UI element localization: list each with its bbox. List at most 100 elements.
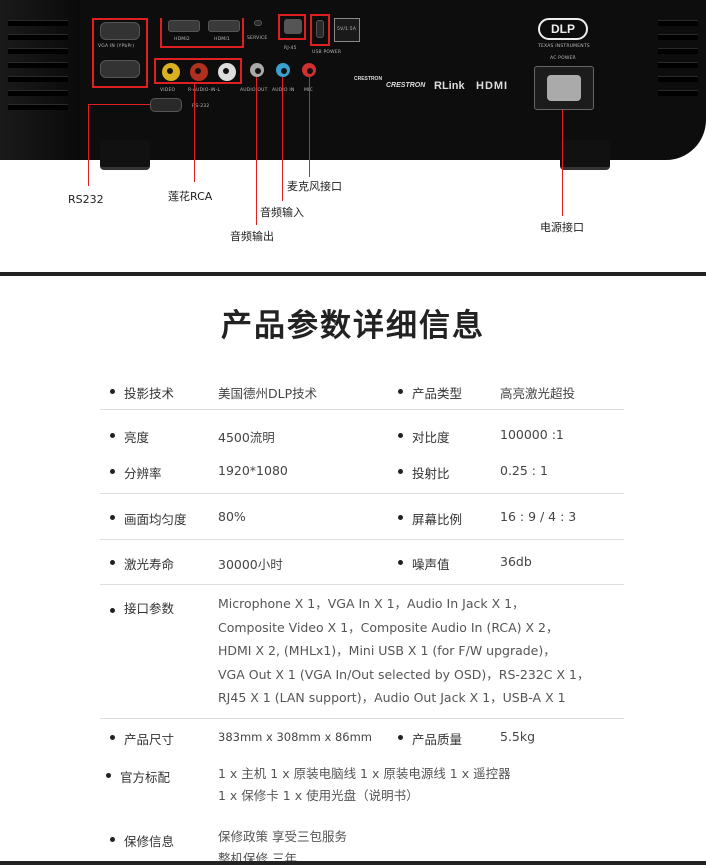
page-title: 产品参数详细信息	[221, 308, 485, 344]
spec-value: 36db	[500, 554, 532, 569]
spec-row: 激光寿命 30000小时 噪声值 36db	[100, 540, 624, 585]
accessories-line: 1 x 保修卡 1 x 使用光盘（说明书）	[218, 788, 419, 803]
spec-row-accessories: 官方标配 1 x 主机 1 x 原装电脑线 1 x 原装电源线 1 x 遥控器 …	[100, 757, 624, 819]
spec-key: 分辨率	[124, 466, 162, 481]
audio-in-callout: 音频输入	[260, 206, 304, 219]
spec-key: 投射比	[412, 466, 450, 481]
projector-foot-right	[560, 140, 610, 170]
mic-label: MIC	[304, 88, 313, 93]
spec-key: 对比度	[412, 430, 450, 445]
hdmi2-label: HDMI2	[174, 37, 190, 42]
rca-audio-l-port	[218, 63, 236, 81]
spec-key: 产品尺寸	[124, 732, 175, 747]
bullet-icon	[110, 837, 115, 842]
service-port	[254, 20, 262, 26]
rs232-port	[150, 98, 182, 112]
spec-row-interfaces: 接口参数 Microphone X 1，VGA In X 1，Audio In …	[100, 585, 624, 719]
spec-row: 产品尺寸 383mm x 308mm x 86mm 产品质量 5.5kg	[100, 719, 624, 757]
usb-port-group	[310, 14, 330, 46]
rs232-callout-line	[88, 104, 89, 186]
spec-row: 亮度 4500流明 对比度 100000 :1 分辨率 1920*1080 投射…	[100, 410, 624, 494]
usb-port	[316, 20, 324, 38]
power-socket-inlet	[547, 75, 581, 101]
rj45-label: RJ-45	[284, 46, 297, 51]
vga-port-group: VGA IN (YPbPr)	[92, 18, 148, 88]
interfaces-line: RJ45 X 1 (LAN support)，Audio Out Jack X …	[218, 690, 566, 705]
hdmi1-port	[208, 20, 240, 32]
crestron-small-logo: CRESTRON	[354, 76, 383, 82]
mic-jack	[302, 63, 316, 77]
vent-slot	[658, 76, 698, 82]
spec-value: 383mm x 308mm x 86mm	[218, 730, 372, 744]
hdmi1-label: HDMI1	[214, 37, 230, 42]
spec-key: 接口参数	[124, 601, 175, 616]
spec-value: 100000 :1	[500, 427, 564, 442]
spec-value: 16 : 9 / 4 : 3	[500, 509, 577, 524]
vent-slot	[658, 48, 698, 54]
projector-rear-panel: VGA IN (YPbPr) HDMI2 HDMI1 SERVICE RJ-45…	[0, 0, 706, 160]
bullet-icon	[110, 608, 115, 613]
crestron-logo: CRESTRON	[386, 82, 426, 89]
spec-value: 80%	[218, 509, 246, 524]
spec-value: 0.25 : 1	[500, 463, 548, 478]
vga-in-port	[100, 22, 140, 40]
vent-slot	[658, 62, 698, 68]
usb-power-box: 5V/1.5A	[334, 18, 360, 42]
rca-port-group	[154, 58, 242, 84]
bullet-icon	[110, 560, 115, 565]
spec-value: 美国德州DLP技术	[218, 386, 318, 401]
bullet-icon	[110, 469, 115, 474]
vent-slot	[8, 76, 68, 82]
spec-row: 投影技术 美国德州DLP技术 产品类型 高亮激光超投	[100, 370, 624, 410]
spec-row: 画面均匀度 80% 屏幕比例 16 : 9 / 4 : 3	[100, 494, 624, 540]
audio-out-callout: 音频输出	[230, 230, 274, 243]
interfaces-value: Microphone X 1，VGA In X 1，Audio In Jack …	[218, 592, 589, 710]
vent-slot	[658, 90, 698, 96]
bullet-icon	[398, 560, 403, 565]
spec-key: 官方标配	[120, 770, 171, 785]
rj45-port	[284, 19, 302, 34]
section-divider	[0, 272, 706, 276]
projector-foot-left	[100, 140, 150, 170]
product-rear-photo: VGA IN (YPbPr) HDMI2 HDMI1 SERVICE RJ-45…	[0, 0, 706, 272]
vent-slot	[658, 20, 698, 26]
hdmi-logo: HDMI	[476, 80, 509, 92]
vent-slot	[8, 34, 68, 40]
warranty-line: 保修政策 享受三包服务	[218, 829, 347, 844]
accessories-value: 1 x 主机 1 x 原装电脑线 1 x 原装电源线 1 x 遥控器 1 x 保…	[218, 763, 511, 807]
rl-audio-label: R-AUDIO-IN-L	[188, 88, 221, 93]
audio-in-label: AUDIO IN	[272, 88, 295, 93]
rca-callout: 莲花RCA	[168, 190, 213, 203]
audio-in-callout-line	[282, 77, 283, 201]
vga-out-port	[100, 60, 140, 78]
spec-key: 产品类型	[412, 386, 463, 401]
interfaces-line: Microphone X 1，VGA In X 1，Audio In Jack …	[218, 596, 525, 611]
audio-in-jack	[276, 63, 290, 77]
bullet-icon	[398, 735, 403, 740]
bullet-icon	[106, 773, 111, 778]
interfaces-line: Composite Video X 1，Composite Audio In (…	[218, 619, 559, 635]
mic-callout-line	[309, 77, 310, 177]
rca-video-port	[162, 63, 180, 81]
audio-out-callout-line	[256, 77, 257, 225]
spec-value: 4500流明	[218, 430, 275, 445]
spec-key: 保修信息	[124, 834, 175, 849]
spec-value: 5.5kg	[500, 729, 536, 744]
bullet-icon	[398, 433, 403, 438]
hdmi-port-group: HDMI2 HDMI1	[160, 18, 244, 48]
rs232-callout: RS232	[68, 193, 104, 206]
spec-key: 亮度	[124, 430, 150, 445]
video-label: VIDEO	[160, 88, 176, 93]
bullet-icon	[398, 389, 403, 394]
bullet-icon	[398, 469, 403, 474]
service-label: SERVICE	[247, 36, 268, 41]
bullet-icon	[110, 735, 115, 740]
ac-power-label: AC POWER	[550, 56, 576, 61]
vent-slot	[8, 62, 68, 68]
usb-power-spec: 5V/1.5A	[337, 27, 357, 32]
rca-audio-r-port	[190, 63, 208, 81]
spec-key: 投影技术	[124, 386, 175, 401]
spec-value: 1920*1080	[218, 463, 288, 478]
vent-slot	[8, 48, 68, 54]
spec-value: 高亮激光超投	[500, 386, 576, 401]
